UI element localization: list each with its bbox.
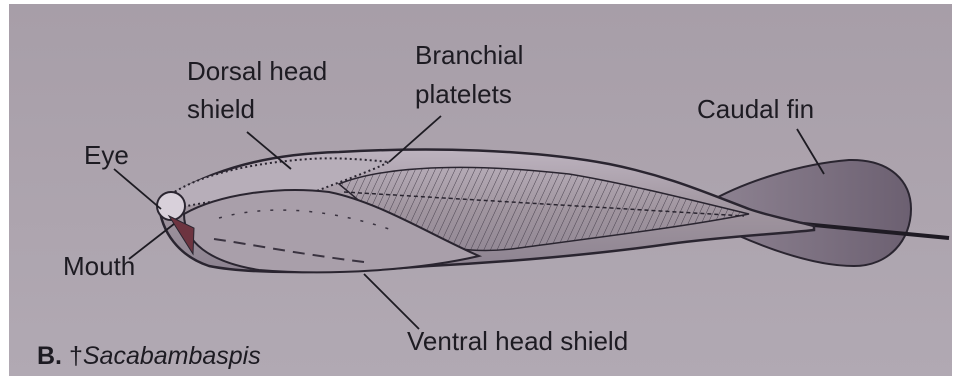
label-caudal-fin: Caudal fin bbox=[697, 96, 814, 122]
figure-caption: B. †Sacabambaspis bbox=[37, 344, 261, 369]
caption-letter: B. bbox=[37, 342, 62, 370]
leader-ventral bbox=[364, 274, 419, 329]
label-branchial-platelets-1: Branchial bbox=[415, 42, 523, 68]
label-eye: Eye bbox=[84, 142, 129, 168]
caption-dagger: † bbox=[69, 342, 83, 370]
label-dorsal-head-shield-2: shield bbox=[187, 96, 255, 122]
eye-shape bbox=[157, 192, 185, 220]
leader-mouth bbox=[129, 224, 174, 259]
label-branchial-platelets-2: platelets bbox=[415, 81, 512, 107]
caption-species-name: Sacabambaspis bbox=[83, 342, 261, 370]
label-mouth: Mouth bbox=[63, 253, 135, 279]
label-ventral-head-shield: Ventral head shield bbox=[407, 328, 628, 354]
label-dorsal-head-shield-1: Dorsal head bbox=[187, 58, 327, 84]
leader-eye bbox=[114, 169, 161, 209]
figure-panel: Dorsal head shield Branchial platelets C… bbox=[9, 4, 952, 376]
